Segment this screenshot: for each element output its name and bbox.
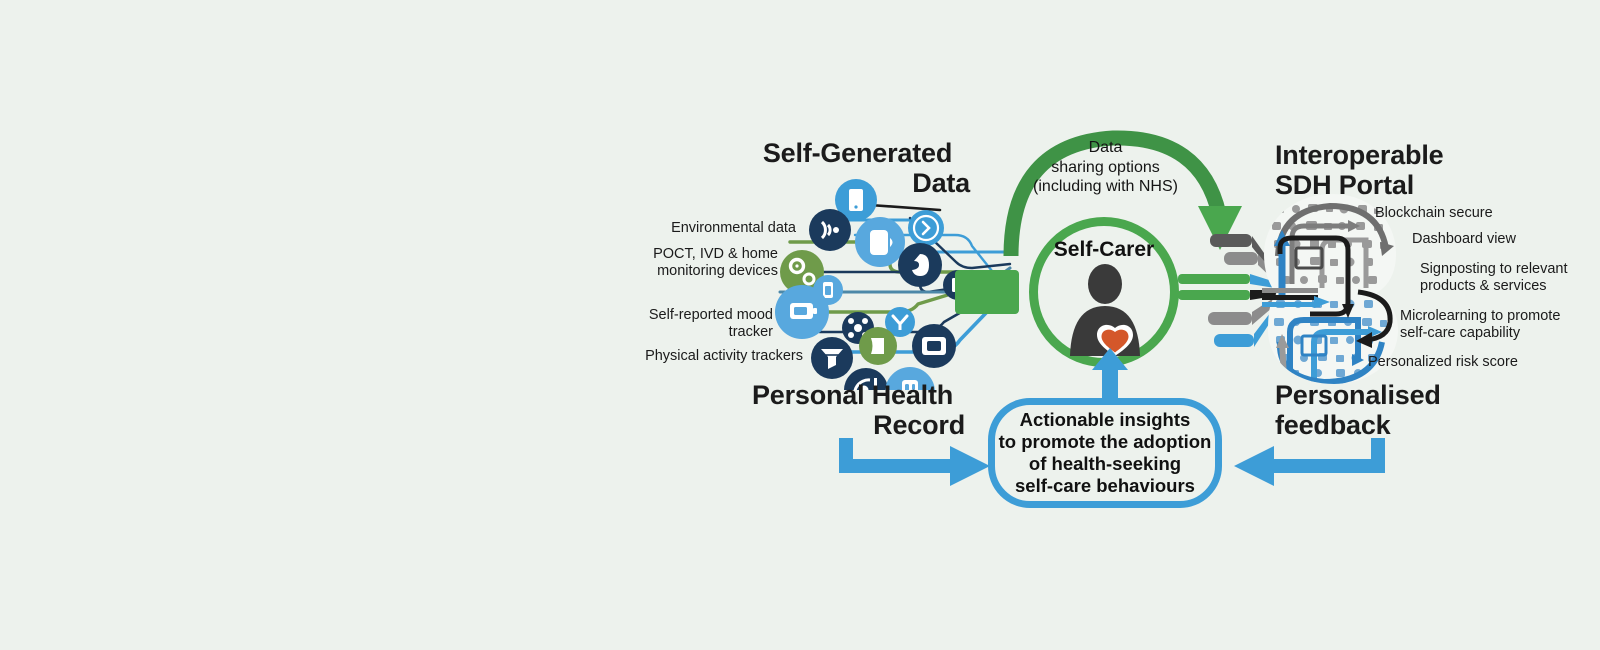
arc-label-line1: Data xyxy=(1088,139,1123,156)
heading-self-generated-data-line2: Data xyxy=(912,168,970,199)
label-environmental-data-text: Environmental data xyxy=(671,220,796,236)
actionable-insights-callout: Actionable insights to promote the adopt… xyxy=(988,398,1222,508)
label-microlearning: Microlearning to promote self-care capab… xyxy=(1400,308,1600,343)
label-blockchain-secure: Blockchain secure xyxy=(1375,205,1585,222)
microlearning-hook-arrow xyxy=(1356,289,1393,348)
label-microlearning-line2: self-care capability xyxy=(1400,325,1521,342)
label-dashboard-view: Dashboard view xyxy=(1412,231,1592,248)
phr-to-callout-arrow xyxy=(839,438,990,486)
label-signposting-line2: products & services xyxy=(1420,278,1547,295)
callout-line3: of health-seeking xyxy=(1028,453,1182,474)
heading-personalised-feedback-line1: Personalised xyxy=(1275,380,1441,410)
gears-icon xyxy=(780,250,824,294)
heading-self-generated-data-line1: Self-Generated xyxy=(762,138,953,168)
label-mood-tracker-line1: Self-reported mood xyxy=(648,307,773,323)
label-poct-devices-line2: monitoring devices xyxy=(657,263,778,280)
label-dashboard-view-text: Dashboard view xyxy=(1412,231,1516,247)
label-poct-devices-line1: POCT, IVD & home xyxy=(653,246,778,262)
smart-device-icon xyxy=(855,217,905,267)
arc-label-data-sharing: Data sharing options (including with NHS… xyxy=(1018,138,1193,197)
label-signposting-line1: Signposting to relevant xyxy=(1420,261,1568,277)
heading-personalised-feedback: Personalised feedback xyxy=(1275,380,1475,440)
callout-line2: to promote the adoption xyxy=(998,430,1212,452)
brain-network-icon xyxy=(1262,194,1398,384)
self-generated-data-icon-cluster xyxy=(775,179,973,390)
heading-personal-health-record: Personal Health Record xyxy=(740,380,965,440)
satellite-dish-icon xyxy=(844,368,888,390)
monitor-screen-icon xyxy=(775,285,829,339)
funnel-data-icon xyxy=(811,337,853,379)
self-carer-label: Self-Carer xyxy=(1053,238,1155,261)
label-signposting: Signposting to relevant products & servi… xyxy=(1420,261,1600,296)
chevron-circle-icon xyxy=(908,210,944,246)
heading-interoperable-line1: Interoperable xyxy=(1275,140,1444,170)
person-silhouette-icon xyxy=(1070,264,1140,356)
feedback-up-arrow xyxy=(1092,348,1128,410)
arc-label-line2: sharing options xyxy=(1051,158,1160,176)
arc-label-line3: (including with NHS) xyxy=(1033,178,1178,196)
heading-personal-health-record-line2: Record xyxy=(873,410,965,441)
data-sharing-arc-arrow xyxy=(1003,130,1242,257)
fingerprint-icon xyxy=(898,243,942,287)
tablet-icon xyxy=(835,179,877,221)
heart-icon xyxy=(1097,324,1133,356)
heading-interoperable-sdh-portal: Interoperable SDH Portal xyxy=(1275,140,1505,200)
callout-line1: Actionable insights xyxy=(1019,408,1191,430)
label-blockchain-secure-text: Blockchain secure xyxy=(1375,205,1493,221)
label-environmental-data: Environmental data xyxy=(600,220,796,237)
wifi-signal-icon xyxy=(809,209,851,251)
label-risk-score: Personalized risk score xyxy=(1368,354,1568,371)
label-poct-devices: POCT, IVD & home monitoring devices xyxy=(600,246,778,281)
feedback-to-callout-arrow xyxy=(1234,438,1385,486)
heading-personalised-feedback-line2: feedback xyxy=(1275,410,1391,441)
heading-self-generated-data: Self-Generated Data xyxy=(745,138,970,198)
callout-line4: self-care behaviours xyxy=(1015,475,1195,497)
broadcast-icon xyxy=(885,307,915,337)
label-activity-trackers: Physical activity trackers xyxy=(600,348,803,365)
label-microlearning-line1: Microlearning to promote xyxy=(1400,308,1561,324)
heading-interoperable-line2: SDH Portal xyxy=(1275,170,1415,201)
heading-personal-health-record-line1: Personal Health xyxy=(751,380,954,410)
label-mood-tracker-line2: tracker xyxy=(728,324,773,341)
label-activity-trackers-text: Physical activity trackers xyxy=(645,348,803,364)
actionable-insights-text: Actionable insights to promote the adopt… xyxy=(999,409,1212,498)
label-risk-score-text: Personalized risk score xyxy=(1368,354,1518,370)
green-input-bus-bar xyxy=(955,270,1019,314)
book-icon xyxy=(859,327,897,365)
camera-device-icon xyxy=(912,324,956,368)
thermometer-icon xyxy=(885,367,935,390)
label-mood-tracker: Self-reported mood tracker xyxy=(600,307,773,342)
